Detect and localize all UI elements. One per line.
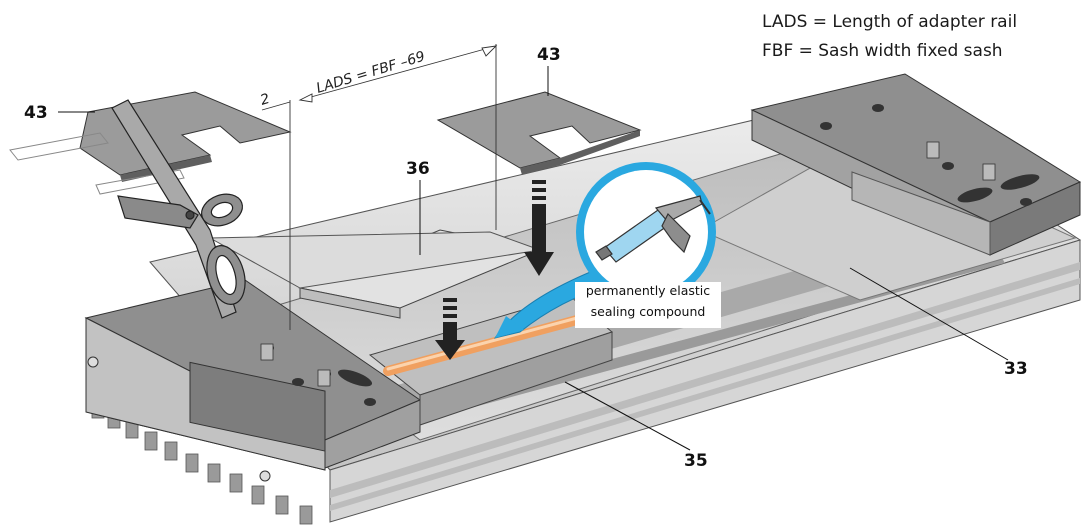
end-cap-left [84, 279, 422, 482]
caulking-gun-icon [595, 195, 711, 263]
label-43-left: 43 [24, 103, 48, 123]
callout-line-1: permanently elastic [585, 283, 711, 298]
legend-fbf: FBF = Sash width fixed sash [762, 41, 1003, 61]
callout-text: permanently elastic sealing compound [576, 280, 720, 322]
part-36-insert [208, 229, 542, 319]
plate-43-top [436, 91, 642, 175]
label-33: 33 [1004, 359, 1028, 379]
sealant-bead [383, 315, 582, 376]
callout-line-2: sealing compound [590, 304, 706, 319]
label-35: 35 [684, 451, 708, 471]
label-43-top: 43 [537, 45, 561, 65]
end-cap-right [750, 73, 1082, 256]
dimension-main-label: LADS = FBF –69 [314, 49, 426, 97]
dimension-lines [261, 44, 498, 330]
legend-lads: LADS = Length of adapter rail [762, 12, 1018, 32]
scissors-icon [111, 99, 246, 319]
down-arrow-icon [435, 298, 465, 360]
label-36: 36 [406, 159, 430, 179]
dimension-small-label: 2 [258, 91, 271, 109]
legend: LADS = Length of adapter rail FBF = Sash… [762, 8, 1017, 66]
leader-lines [58, 66, 1009, 451]
down-arrow-icon [524, 180, 554, 276]
